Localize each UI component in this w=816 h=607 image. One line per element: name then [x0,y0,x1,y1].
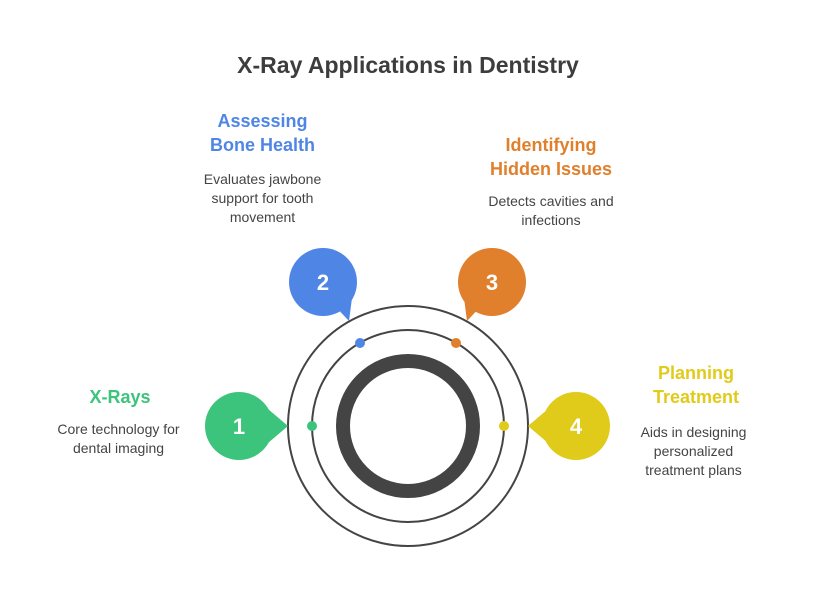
step-3-title-line2: Hidden Issues [489,159,613,179]
step-4-description: Aids in designing personalized treatment… [616,423,771,480]
step-2-desc-line2: support for tooth [211,190,314,206]
step-3-description: Detects cavities and infections [455,192,647,230]
step-4-dot [499,421,509,431]
step-2-desc-line3: movement [229,209,296,225]
step-1-title: X-Rays [40,385,200,409]
step-1-title-line1: X-Rays [89,387,151,407]
step-2-dot [355,338,365,348]
diagram-title: X-Ray Applications in Dentistry [237,52,579,78]
step-4-desc-line2: personalized [653,443,734,459]
step-1-number: 1 [233,414,245,439]
step-1-bubble: 1 [205,392,288,460]
step-3-title: Identifying Hidden Issues [455,133,647,181]
step-3-number: 3 [486,270,498,295]
step-4-desc-line3: treatment plans [645,462,742,478]
step-2-title-line1: Assessing [217,111,308,131]
step-4-desc-line1: Aids in designing [640,424,747,440]
step-3-dot [451,338,461,348]
step-4-title-line1: Planning [658,363,734,383]
step-3-title-line1: Identifying [505,135,597,155]
step-2-number: 2 [317,270,329,295]
step-1-description: Core technology for dental imaging [40,420,197,458]
inner-ring [336,354,480,498]
step-3-bubble: 3 [458,248,526,321]
step-4-number: 4 [570,414,583,439]
step-4-bubble: 4 [528,392,610,460]
step-3-desc-line1: Detects cavities and [488,193,614,209]
step-1-desc-line1: Core technology for [57,421,180,437]
step-2-title-line2: Bone Health [209,135,315,155]
step-1-dot [307,421,317,431]
step-2-bubble: 2 [289,248,357,321]
step-4-title-line2: Treatment [652,387,740,407]
step-2-description: Evaluates jawbone support for tooth move… [170,170,355,227]
step-3-desc-line2: infections [521,212,581,228]
step-1-desc-line2: dental imaging [72,440,165,456]
step-2-title: Assessing Bone Health [170,109,355,157]
step-2-desc-line1: Evaluates jawbone [203,171,322,187]
outer-ring [287,305,529,547]
step-4-title: Planning Treatment [616,361,776,409]
